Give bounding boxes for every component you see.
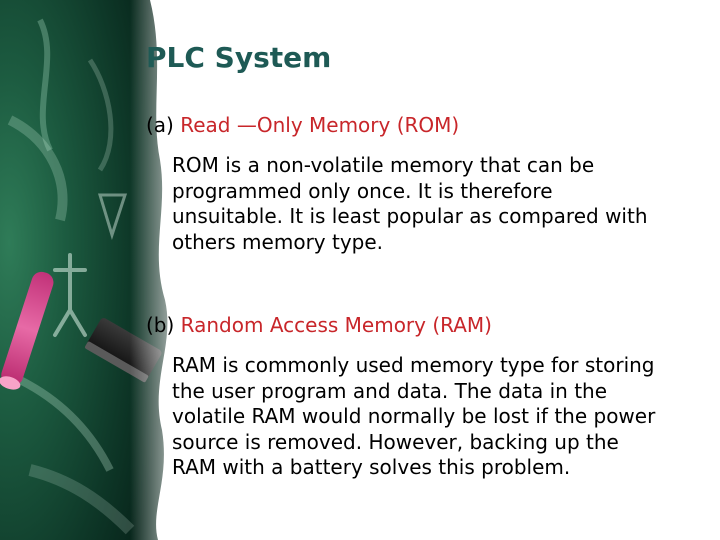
section-b-line: the user program and data. The data in t… bbox=[172, 378, 608, 403]
section-a-line: others memory type. bbox=[172, 229, 384, 254]
section-a-body: ROM is a non-volatile memory that can be… bbox=[172, 153, 702, 255]
section-b-line: RAM is commonly used memory type for sto… bbox=[172, 353, 655, 377]
section-b-line: RAM with a battery solves this problem. bbox=[172, 455, 571, 479]
section-b-heading: (b) Random Access Memory (RAM) bbox=[146, 312, 492, 338]
section-b-body: RAM is commonly used memory type for sto… bbox=[172, 353, 702, 481]
section-a-line: ROM is a non-volatile memory that can be bbox=[172, 153, 595, 177]
section-b-title: Random Access Memory (RAM) bbox=[180, 313, 492, 337]
section-b-line: source is removed. However, backing up t… bbox=[172, 429, 619, 454]
section-a-prefix: (a) bbox=[146, 113, 174, 137]
slide-title: PLC System bbox=[146, 41, 332, 74]
section-a-line: unsuitable. It is least popular as compa… bbox=[172, 204, 648, 228]
section-b-line: volatile RAM would normally be lost if t… bbox=[172, 404, 656, 428]
section-a-title: Read —Only Memory (ROM) bbox=[180, 113, 460, 137]
section-b-prefix: (b) bbox=[146, 313, 175, 337]
section-a-heading: (a) Read —Only Memory (ROM) bbox=[146, 112, 459, 138]
section-a-line: programmed only once. It is therefore bbox=[172, 178, 553, 203]
